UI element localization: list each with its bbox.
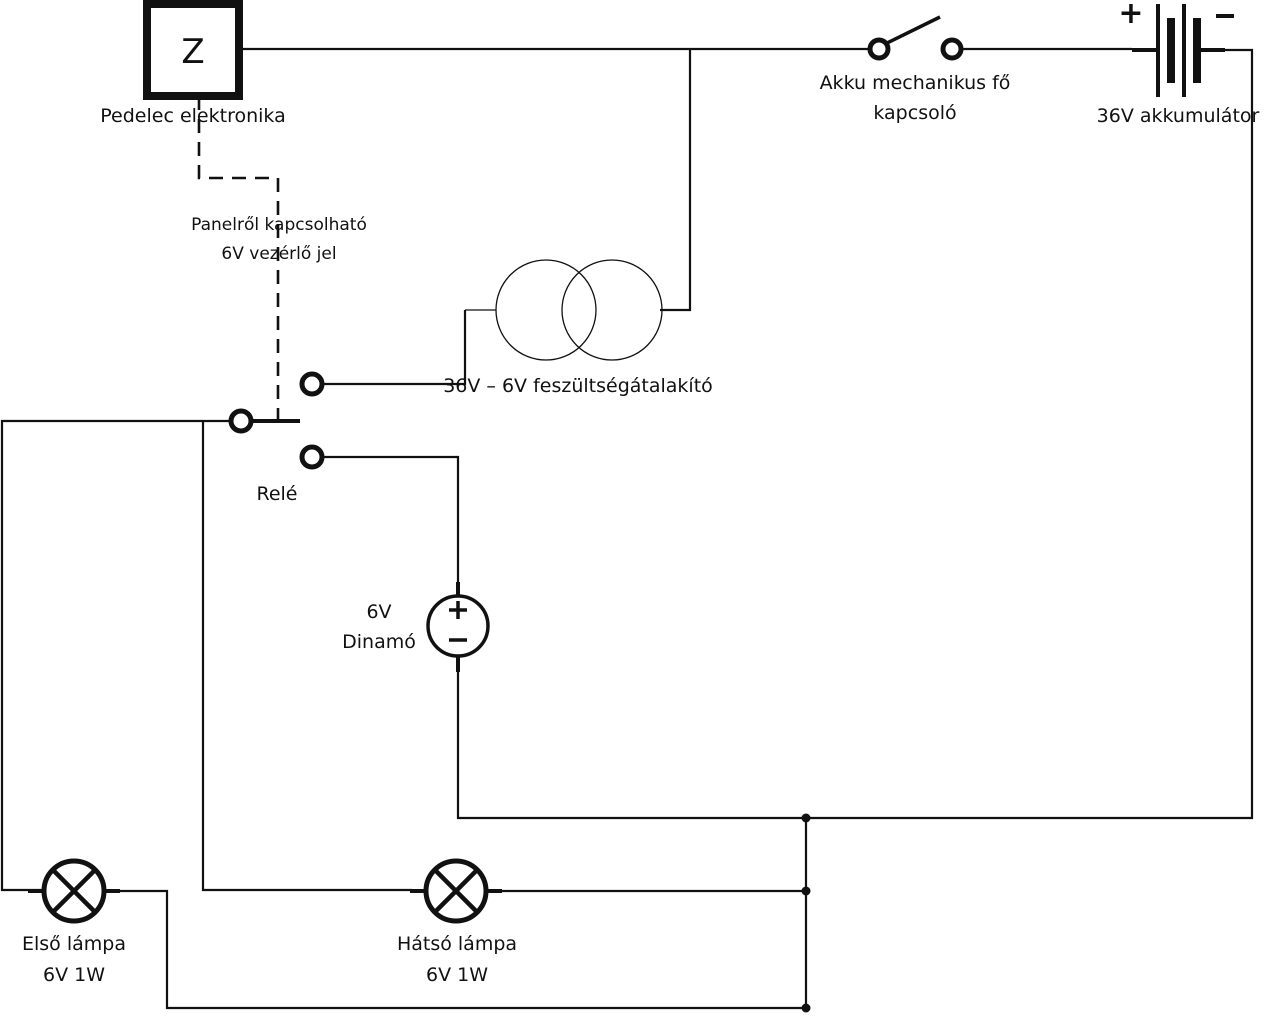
controller-symbol: Z	[181, 32, 204, 72]
front-lamp-label-2: 6V 1W	[43, 964, 105, 986]
relay-label: Relé	[256, 483, 297, 505]
control-signal-label-1: Panelről kapcsolható	[191, 215, 367, 235]
switch-terminal-right	[940, 37, 964, 61]
battery-plate-2	[1167, 18, 1175, 83]
battery-label: 36V akkumulátor	[1097, 105, 1260, 127]
front-lamp: Első lámpa 6V 1W	[22, 858, 126, 986]
battery-plus-sign: +	[1118, 0, 1143, 31]
relay-terminal-no	[299, 444, 325, 470]
wire-front-lamp-return	[118, 889, 806, 1010]
rear-lamp-label-2: 6V 1W	[426, 964, 488, 986]
wire-relay-to-front-lamp	[0, 419, 231, 892]
pedelec-controller: Z Pedelec elektronika	[100, 0, 286, 127]
rear-lamp-cross-2	[433, 868, 479, 914]
switch-lever	[884, 15, 941, 46]
relay-common-terminal	[228, 408, 254, 434]
relay-terminal-nc	[299, 371, 325, 397]
battery-plate-4	[1193, 18, 1201, 83]
junction-dot-1	[801, 813, 811, 823]
wire-to-converter-input	[660, 49, 692, 312]
wire-converter-to-relay	[315, 310, 467, 386]
control-signal-line	[197, 96, 280, 420]
switch-terminal-left	[867, 37, 891, 61]
main-switch-label-1: Akku mechanikus fő	[820, 72, 1011, 94]
converter-label: 36V – 6V feszültségátalakító	[443, 375, 713, 397]
wire-dynamo-return	[456, 670, 806, 820]
dynamo-label-1: 6V	[366, 601, 391, 623]
rear-lamp-label-1: Hátsó lámpa	[397, 933, 517, 955]
front-lamp-label-1: Első lámpa	[22, 933, 126, 955]
dynamo-label-2: Dinamó	[342, 631, 416, 653]
main-switch-label-2: kapcsoló	[873, 102, 956, 124]
wire-right-return	[806, 48, 1254, 820]
relay: Relé	[228, 371, 325, 505]
converter-coil-left	[495, 259, 597, 361]
converter-coil-right	[561, 259, 663, 361]
dynamo: 6V Dinamó	[342, 582, 490, 672]
voltage-converter: 36V – 6V feszültségátalakító	[443, 259, 713, 397]
controller-box	[143, 0, 243, 100]
rear-lamp: Hátsó lámpa 6V 1W	[397, 858, 517, 986]
wire-relay-to-dynamo	[322, 455, 460, 585]
controller-label: Pedelec elektronika	[100, 105, 285, 127]
front-lamp-cross-2	[51, 868, 97, 914]
control-signal-label-2: 6V vezérlő jel	[221, 244, 336, 264]
battery: + 36V akkumulátor	[1097, 0, 1260, 127]
wire-relay-to-rear-lamp	[201, 421, 412, 892]
main-switch: Akku mechanikus fő kapcsoló	[820, 15, 1011, 124]
